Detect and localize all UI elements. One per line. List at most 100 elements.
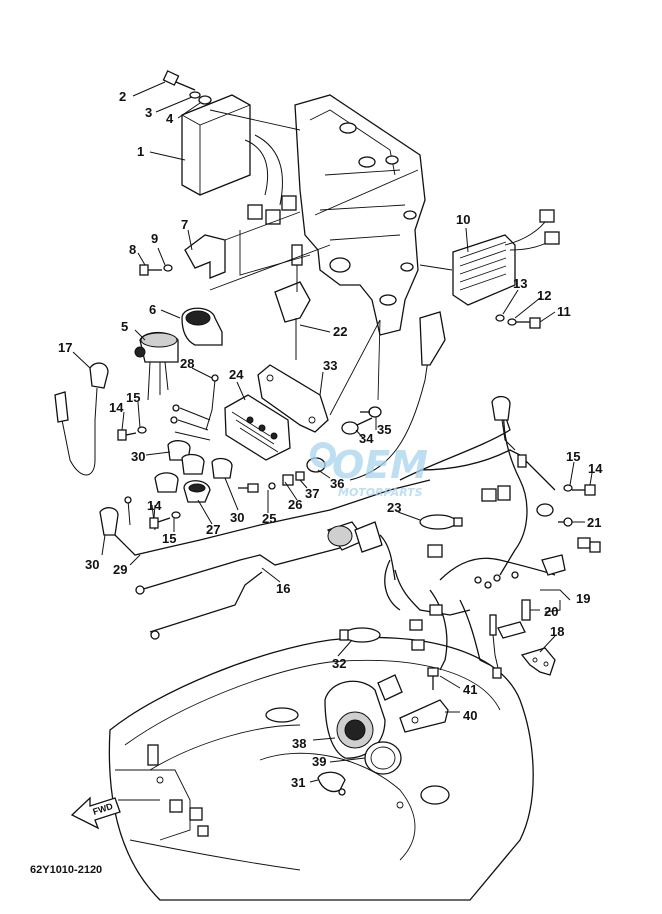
callout-26: 26 <box>288 497 302 512</box>
plug-cap-17 <box>54 362 109 476</box>
callout-27: 27 <box>206 522 220 537</box>
bolt-2 <box>162 70 196 91</box>
cdi-unit <box>181 94 297 225</box>
callout-33: 33 <box>323 358 337 373</box>
bottom-cowling <box>108 636 534 901</box>
rubber-holder-6 <box>181 307 223 346</box>
bracket-18 <box>520 647 556 676</box>
callout-19: 19 <box>576 591 590 606</box>
washer-12 <box>507 318 517 326</box>
callout-29: 29 <box>113 562 127 577</box>
callout-30c: 30 <box>230 510 244 525</box>
callout-6: 6 <box>149 302 156 317</box>
callout-15a: 15 <box>126 390 140 405</box>
watermark-text: OEM <box>332 443 428 487</box>
callout-40: 40 <box>463 708 477 723</box>
callout-5: 5 <box>121 319 128 334</box>
callout-22: 22 <box>333 324 347 339</box>
callout-3: 3 <box>145 105 152 120</box>
bolt-8 <box>139 264 162 276</box>
band-32 <box>339 627 381 643</box>
terminals-group <box>170 404 211 441</box>
callout-41: 41 <box>463 682 477 697</box>
relay-5 <box>134 331 179 401</box>
callout-30a: 30 <box>131 449 145 464</box>
washer-26 <box>268 482 276 490</box>
callout-16: 16 <box>276 581 290 596</box>
screw-25 <box>238 483 259 493</box>
wire-28 <box>205 379 216 431</box>
plug-cap-lead <box>491 395 527 468</box>
callout-numbers: 1 2 3 4 5 6 7 8 9 10 11 12 13 14 14 14 1… <box>58 89 603 790</box>
callout-25: 25 <box>262 511 276 526</box>
grommet-27 <box>183 480 211 503</box>
callout-24: 24 <box>229 367 244 382</box>
bolt-41 <box>427 667 439 690</box>
bolt-35 <box>360 406 382 418</box>
screw-21 <box>558 517 573 527</box>
junction-plate-33 <box>257 364 329 433</box>
callout-37: 37 <box>305 486 319 501</box>
cable-16 <box>135 547 341 640</box>
oring-39 <box>364 741 402 775</box>
bolt-11 <box>515 317 541 329</box>
guide-lines <box>209 109 453 481</box>
terminal-block-24 <box>224 394 291 461</box>
rectifier-10 <box>452 209 560 306</box>
bolts-14-15-right <box>563 484 596 496</box>
clip-22 <box>274 244 311 360</box>
grommet-38 <box>324 674 403 759</box>
callout-20: 20 <box>544 604 558 619</box>
bracket-40 <box>399 699 449 733</box>
callout-17: 17 <box>58 340 72 355</box>
washer-4 <box>198 95 212 105</box>
callout-28: 28 <box>180 356 194 371</box>
bracket-7 <box>184 234 226 279</box>
callout-leaders <box>72 81 593 783</box>
callout-12: 12 <box>537 288 551 303</box>
washer-13 <box>495 314 505 322</box>
band-23 <box>419 514 463 530</box>
callout-35: 35 <box>377 422 391 437</box>
callout-8: 8 <box>129 242 136 257</box>
callout-38: 38 <box>292 736 306 751</box>
fwd-arrow-icon: FWD <box>70 796 121 830</box>
callout-32: 32 <box>332 656 346 671</box>
callout-30b: 30 <box>85 557 99 572</box>
callout-36: 36 <box>330 476 344 491</box>
washer-3 <box>189 91 201 99</box>
callout-15c: 15 <box>566 449 580 464</box>
washer-9 <box>163 264 173 272</box>
callout-39: 39 <box>312 754 326 769</box>
callout-2: 2 <box>119 89 126 104</box>
callout-14b: 14 <box>147 498 162 513</box>
clamp-31 <box>317 771 346 796</box>
callout-4: 4 <box>166 111 174 126</box>
callout-23: 23 <box>387 500 401 515</box>
sensor-pin <box>489 614 526 679</box>
harness-19 <box>384 399 601 671</box>
callout-11: 11 <box>557 304 571 319</box>
watermark-logo: OEM MOTORPARTS <box>310 442 428 499</box>
callout-14a: 14 <box>109 400 124 415</box>
callout-13: 13 <box>513 276 527 291</box>
callout-14c: 14 <box>588 461 603 476</box>
connector-plug-main <box>326 521 396 581</box>
sensor-20 <box>521 599 531 621</box>
callout-9: 9 <box>151 231 158 246</box>
callout-18: 18 <box>550 624 564 639</box>
caps-30-group <box>99 440 233 536</box>
drawing-code: 62Y1010-2120 <box>30 864 102 876</box>
watermark-subtext: MOTORPARTS <box>338 486 423 499</box>
callout-1: 1 <box>137 144 144 159</box>
callout-34: 34 <box>359 431 374 446</box>
mount-bracket-casting <box>294 94 426 336</box>
callout-21: 21 <box>587 515 601 530</box>
callout-10: 10 <box>456 212 470 227</box>
callout-31: 31 <box>291 775 305 790</box>
collar-34 <box>341 417 373 435</box>
bolts-14-15-left <box>117 426 181 529</box>
callout-7: 7 <box>181 217 188 232</box>
screw-37 <box>282 471 305 486</box>
